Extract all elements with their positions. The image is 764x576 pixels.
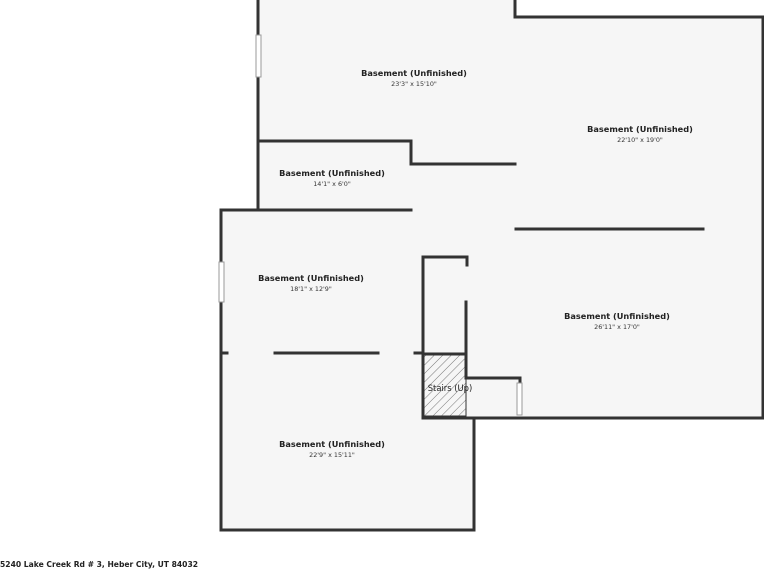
room-3-label: Basement (Unfinished) 14'1" x 6'0" [279,168,385,188]
room-name: Basement (Unfinished) [279,168,385,178]
room-dims: 14'1" x 6'0" [313,180,351,188]
windows [218,34,523,416]
room-2-label: Basement (Unfinished) 22'10" x 19'0" [587,124,693,144]
room-name: Basement (Unfinished) [361,68,467,78]
stairs-area [423,353,467,417]
room-dims: 26'11" x 17'0" [594,323,640,331]
room-4-label: Basement (Unfinished) 18'1" x 12'9" [258,273,364,293]
room-dims: 18'1" x 12'9" [290,285,332,293]
wall-stairs-outer [421,255,476,420]
room-5-label: Basement (Unfinished) 26'11" x 17'0" [564,311,670,331]
window-left-lower [218,261,225,303]
window-left-upper [255,34,262,78]
room-1-label: Basement (Unfinished) 23'3" x 15'10" [361,68,467,88]
room-dims: 22'9" x 15'11" [309,451,355,459]
room-6-label: Basement (Unfinished) 22'9" x 15'11" [279,439,385,459]
property-address: 5240 Lake Creek Rd # 3, Heber City, UT 8… [0,560,199,569]
floor-area [221,0,763,530]
stairs-label: Stairs (Up) [428,383,473,393]
room-name: Basement (Unfinished) [587,124,693,134]
room-dims: 23'3" x 15'10" [391,80,437,88]
window-stairs-side [516,382,523,416]
wall-stairs-inner [464,300,522,385]
wall-room3-top [256,139,517,166]
room-name: Basement (Unfinished) [564,311,670,321]
room-name: Basement (Unfinished) [279,439,385,449]
room-dims: 22'10" x 19'0" [617,136,663,144]
room-name: Basement (Unfinished) [258,273,364,283]
